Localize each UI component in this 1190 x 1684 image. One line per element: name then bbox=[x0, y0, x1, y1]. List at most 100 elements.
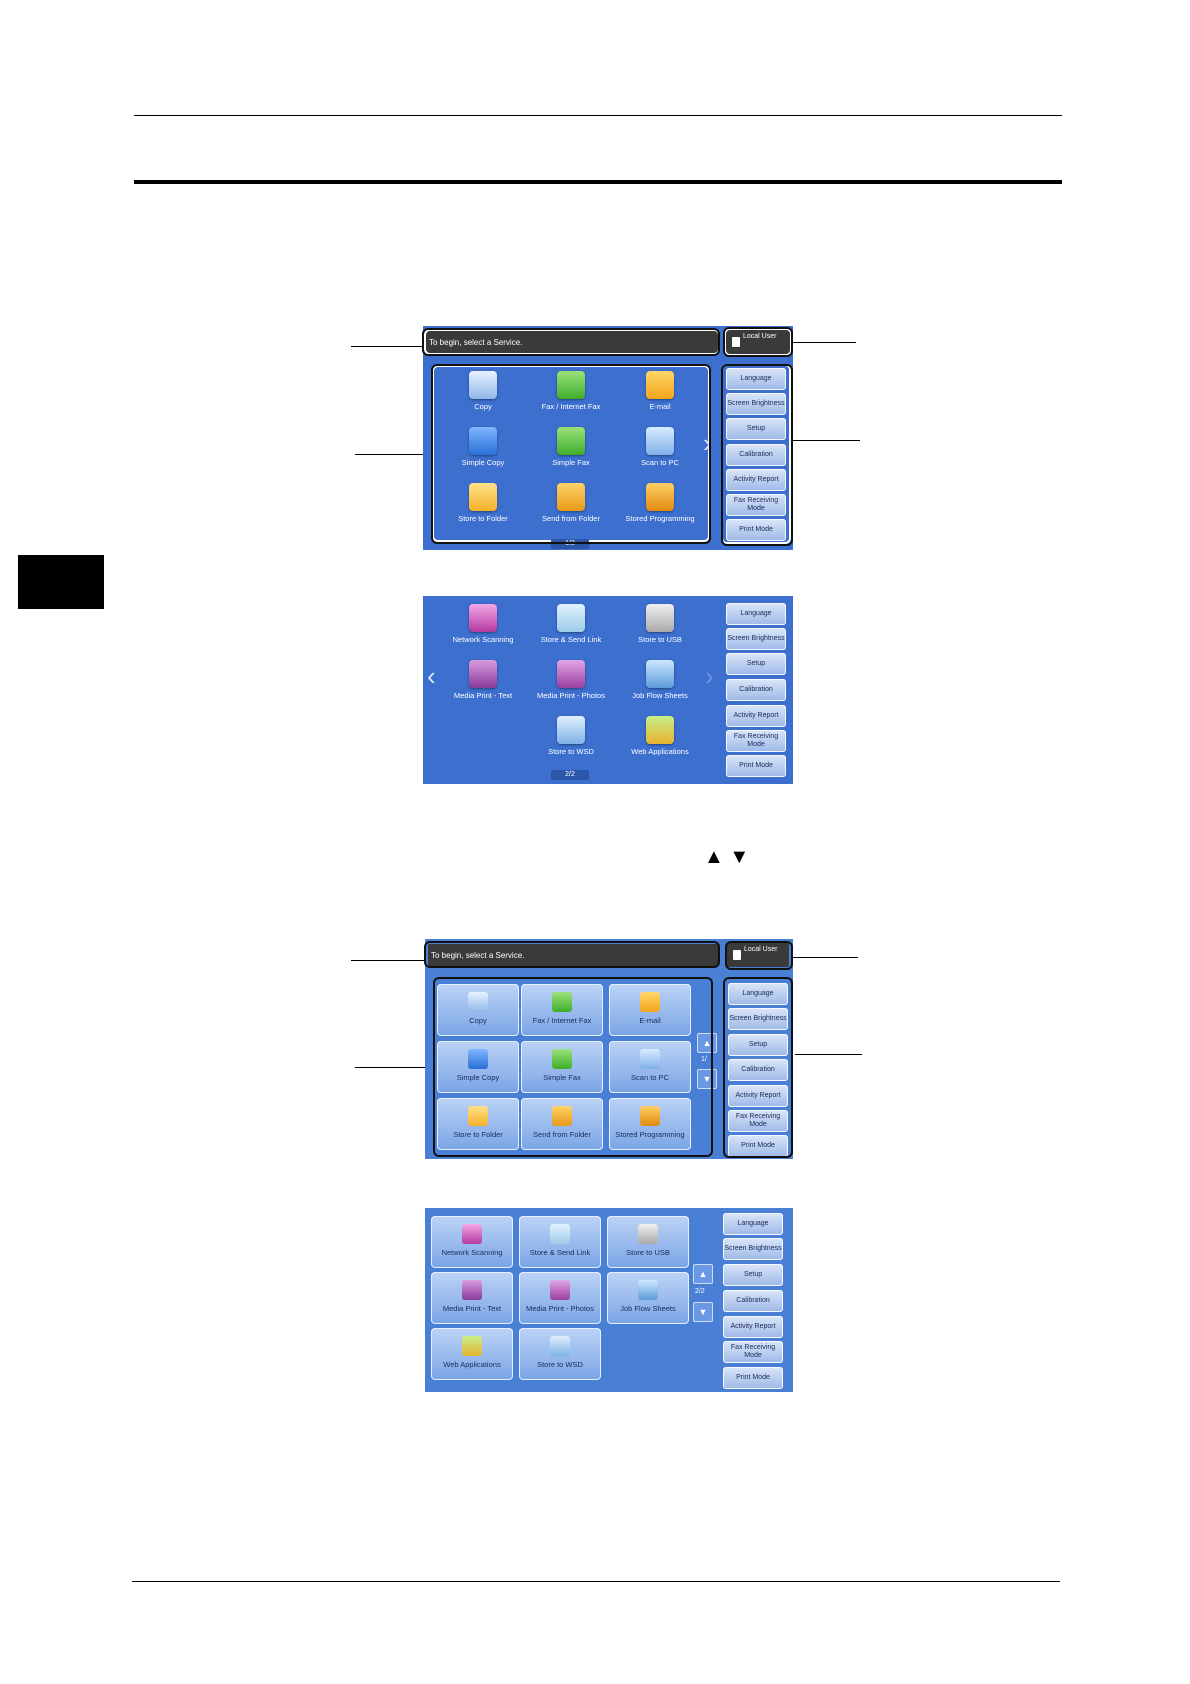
service-store-to-wsd[interactable]: Store to WSD bbox=[519, 1328, 601, 1380]
screen-brightness-button[interactable]: Screen Brightness bbox=[726, 393, 786, 415]
activity-report-button[interactable]: Activity Report bbox=[723, 1316, 783, 1338]
setup-button[interactable]: Setup bbox=[726, 418, 786, 440]
service-web-applications[interactable]: Web Applications bbox=[620, 716, 700, 756]
fax-receiving-mode-button[interactable]: Fax Receiving Mode bbox=[726, 494, 786, 516]
service-store-to-usb[interactable]: Store to USB bbox=[620, 604, 700, 644]
services-outline bbox=[431, 364, 711, 544]
phone-icon bbox=[557, 427, 585, 455]
service-email[interactable]: E-mail bbox=[609, 984, 691, 1036]
screen-brightness-button[interactable]: Screen Brightness bbox=[723, 1238, 783, 1260]
service-store-send-link[interactable]: Store & Send Link bbox=[519, 1216, 601, 1268]
service-store-send-link[interactable]: Store & Send Link bbox=[531, 604, 611, 644]
service-scan-to-pc[interactable]: Scan to PC bbox=[620, 427, 700, 467]
service-store-to-folder[interactable]: Store to Folder bbox=[437, 1098, 519, 1150]
service-label: Network Scanning bbox=[441, 1248, 503, 1257]
calibration-button[interactable]: Calibration bbox=[726, 679, 786, 701]
service-simple-copy[interactable]: Simple Copy bbox=[443, 427, 523, 467]
user-icon bbox=[732, 337, 740, 347]
activity-report-button[interactable]: Activity Report bbox=[728, 1085, 788, 1107]
previous-page-chevron-icon[interactable]: ‹ bbox=[427, 661, 436, 691]
service-job-flow-sheets[interactable]: Job Flow Sheets bbox=[607, 1272, 689, 1324]
service-copy[interactable]: Copy bbox=[437, 984, 519, 1036]
service-job-flow-sheets[interactable]: Job Flow Sheets bbox=[620, 660, 700, 700]
language-button[interactable]: Language bbox=[723, 1213, 783, 1235]
service-simple-fax[interactable]: Simple Fax bbox=[521, 1041, 603, 1093]
service-label: Job Flow Sheets bbox=[632, 691, 688, 700]
service-media-print-text[interactable]: Media Print - Text bbox=[443, 660, 523, 700]
next-page-chevron-icon[interactable]: › bbox=[703, 428, 712, 458]
calibration-button[interactable]: Calibration bbox=[723, 1290, 783, 1312]
language-button[interactable]: Language bbox=[726, 368, 786, 390]
service-store-to-folder[interactable]: Store to Folder bbox=[443, 483, 523, 523]
wsd-icon bbox=[557, 716, 585, 744]
service-label: Store to USB bbox=[638, 635, 682, 644]
fax-receiving-mode-button[interactable]: Fax Receiving Mode bbox=[723, 1341, 783, 1363]
service-media-print-photos[interactable]: Media Print - Photos bbox=[519, 1272, 601, 1324]
store-send-link-icon bbox=[550, 1224, 570, 1244]
service-label: Stored Programming bbox=[615, 1130, 685, 1139]
service-send-from-folder[interactable]: Send from Folder bbox=[531, 483, 611, 523]
service-label: Send from Folder bbox=[542, 514, 600, 523]
service-store-to-usb[interactable]: Store to USB bbox=[607, 1216, 689, 1268]
service-scan-to-pc[interactable]: Scan to PC bbox=[609, 1041, 691, 1093]
service-send-from-folder[interactable]: Send from Folder bbox=[521, 1098, 603, 1150]
service-web-applications[interactable]: Web Applications bbox=[431, 1328, 513, 1380]
usb-icon bbox=[646, 604, 674, 632]
calibration-button[interactable]: Calibration bbox=[726, 444, 786, 466]
service-media-print-text[interactable]: Media Print - Text bbox=[431, 1272, 513, 1324]
service-network-scanning[interactable]: Network Scanning bbox=[443, 604, 523, 644]
service-media-print-photos[interactable]: Media Print - Photos bbox=[531, 660, 611, 700]
service-network-scanning[interactable]: Network Scanning bbox=[431, 1216, 513, 1268]
screen-brightness-button[interactable]: Screen Brightness bbox=[728, 1008, 788, 1030]
chapter-tab bbox=[18, 555, 104, 609]
scroll-down-button[interactable]: ▼ bbox=[693, 1302, 713, 1322]
service-label: Network Scanning bbox=[452, 635, 514, 644]
activity-report-button[interactable]: Activity Report bbox=[726, 469, 786, 491]
service-label: Stored Programming bbox=[625, 514, 695, 523]
folder-icon bbox=[469, 483, 497, 511]
setup-button[interactable]: Setup bbox=[726, 653, 786, 675]
service-simple-copy[interactable]: Simple Copy bbox=[437, 1041, 519, 1093]
fax-receiving-mode-button[interactable]: Fax Receiving Mode bbox=[726, 730, 786, 752]
side-buttons-outline bbox=[721, 364, 793, 546]
print-mode-button[interactable]: Print Mode bbox=[723, 1367, 783, 1389]
message-bar: To begin, select a Service. bbox=[426, 331, 718, 353]
service-label: E-mail bbox=[639, 1016, 661, 1025]
services-outline bbox=[433, 977, 713, 1157]
callout-line-side bbox=[795, 1054, 862, 1055]
service-label: Store & Send Link bbox=[540, 635, 602, 644]
service-label: Media Print - Text bbox=[453, 691, 513, 700]
callout-line-message bbox=[351, 960, 425, 961]
service-label: Simple Copy bbox=[456, 1073, 500, 1082]
service-simple-fax[interactable]: Simple Fax bbox=[531, 427, 611, 467]
activity-report-button[interactable]: Activity Report bbox=[726, 705, 786, 727]
print-mode-button[interactable]: Print Mode bbox=[728, 1135, 788, 1157]
user-icon bbox=[733, 950, 741, 960]
language-button[interactable]: Language bbox=[728, 983, 788, 1005]
scroll-up-button[interactable]: ▲ bbox=[693, 1264, 713, 1284]
fax-receiving-mode-button[interactable]: Fax Receiving Mode bbox=[728, 1110, 788, 1132]
copy-icon bbox=[469, 371, 497, 399]
service-fax[interactable]: Fax / Internet Fax bbox=[521, 984, 603, 1036]
service-copy[interactable]: Copy bbox=[443, 371, 523, 411]
service-stored-programming[interactable]: Stored Programming bbox=[609, 1098, 691, 1150]
service-store-to-wsd[interactable]: Store to WSD bbox=[531, 716, 611, 756]
setup-button[interactable]: Setup bbox=[723, 1264, 783, 1286]
calibration-button[interactable]: Calibration bbox=[728, 1059, 788, 1081]
print-mode-button[interactable]: Print Mode bbox=[726, 519, 786, 541]
service-fax[interactable]: Fax / Internet Fax bbox=[531, 371, 611, 411]
language-button[interactable]: Language bbox=[726, 603, 786, 625]
service-stored-programming[interactable]: Stored Programming bbox=[620, 483, 700, 523]
next-page-chevron-icon: › bbox=[705, 661, 714, 691]
job-flow-icon bbox=[638, 1280, 658, 1300]
login-button[interactable]: Local User bbox=[727, 943, 789, 967]
envelope-icon bbox=[646, 371, 674, 399]
print-mode-button[interactable]: Print Mode bbox=[726, 755, 786, 777]
setup-button[interactable]: Setup bbox=[728, 1034, 788, 1056]
screen-brightness-button[interactable]: Screen Brightness bbox=[726, 628, 786, 650]
login-button[interactable]: Local User bbox=[726, 330, 790, 354]
service-email[interactable]: E-mail bbox=[620, 371, 700, 411]
service-label: Media Print - Text bbox=[442, 1304, 502, 1313]
message-bar-outline bbox=[422, 328, 720, 356]
service-label: Store to Folder bbox=[453, 1130, 503, 1139]
